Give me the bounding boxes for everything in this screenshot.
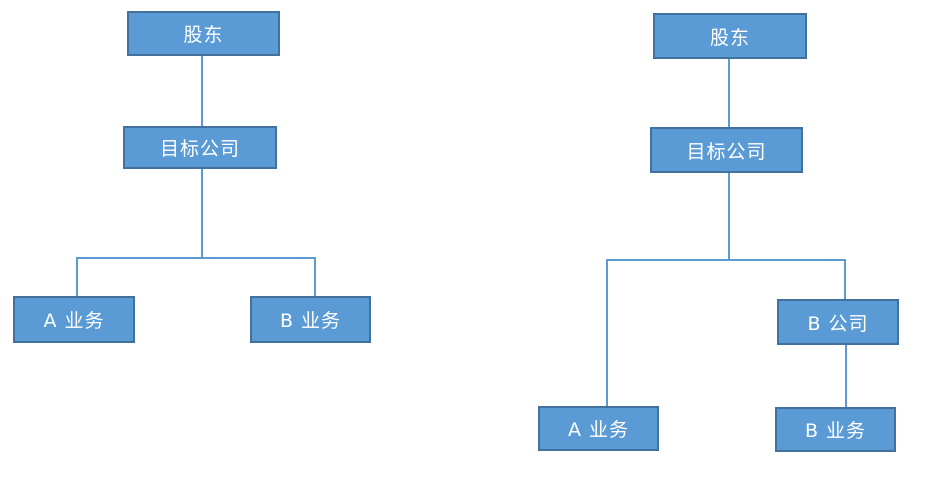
right-node-company-b: B 公司 xyxy=(777,299,899,345)
left-diagram-connectors xyxy=(76,55,316,297)
right-node-business-b: B 业务 xyxy=(775,407,896,452)
right-diagram-connectors xyxy=(606,58,847,408)
right-node-target-company: 目标公司 xyxy=(650,127,803,173)
left-node-business-a: A 业务 xyxy=(13,296,135,343)
left-node-business-b: B 业务 xyxy=(250,296,371,343)
right-node-business-a: A 业务 xyxy=(538,406,659,451)
right-node-shareholder: 股东 xyxy=(653,13,807,59)
left-node-target-company: 目标公司 xyxy=(123,126,277,169)
left-node-shareholder: 股东 xyxy=(127,11,280,56)
